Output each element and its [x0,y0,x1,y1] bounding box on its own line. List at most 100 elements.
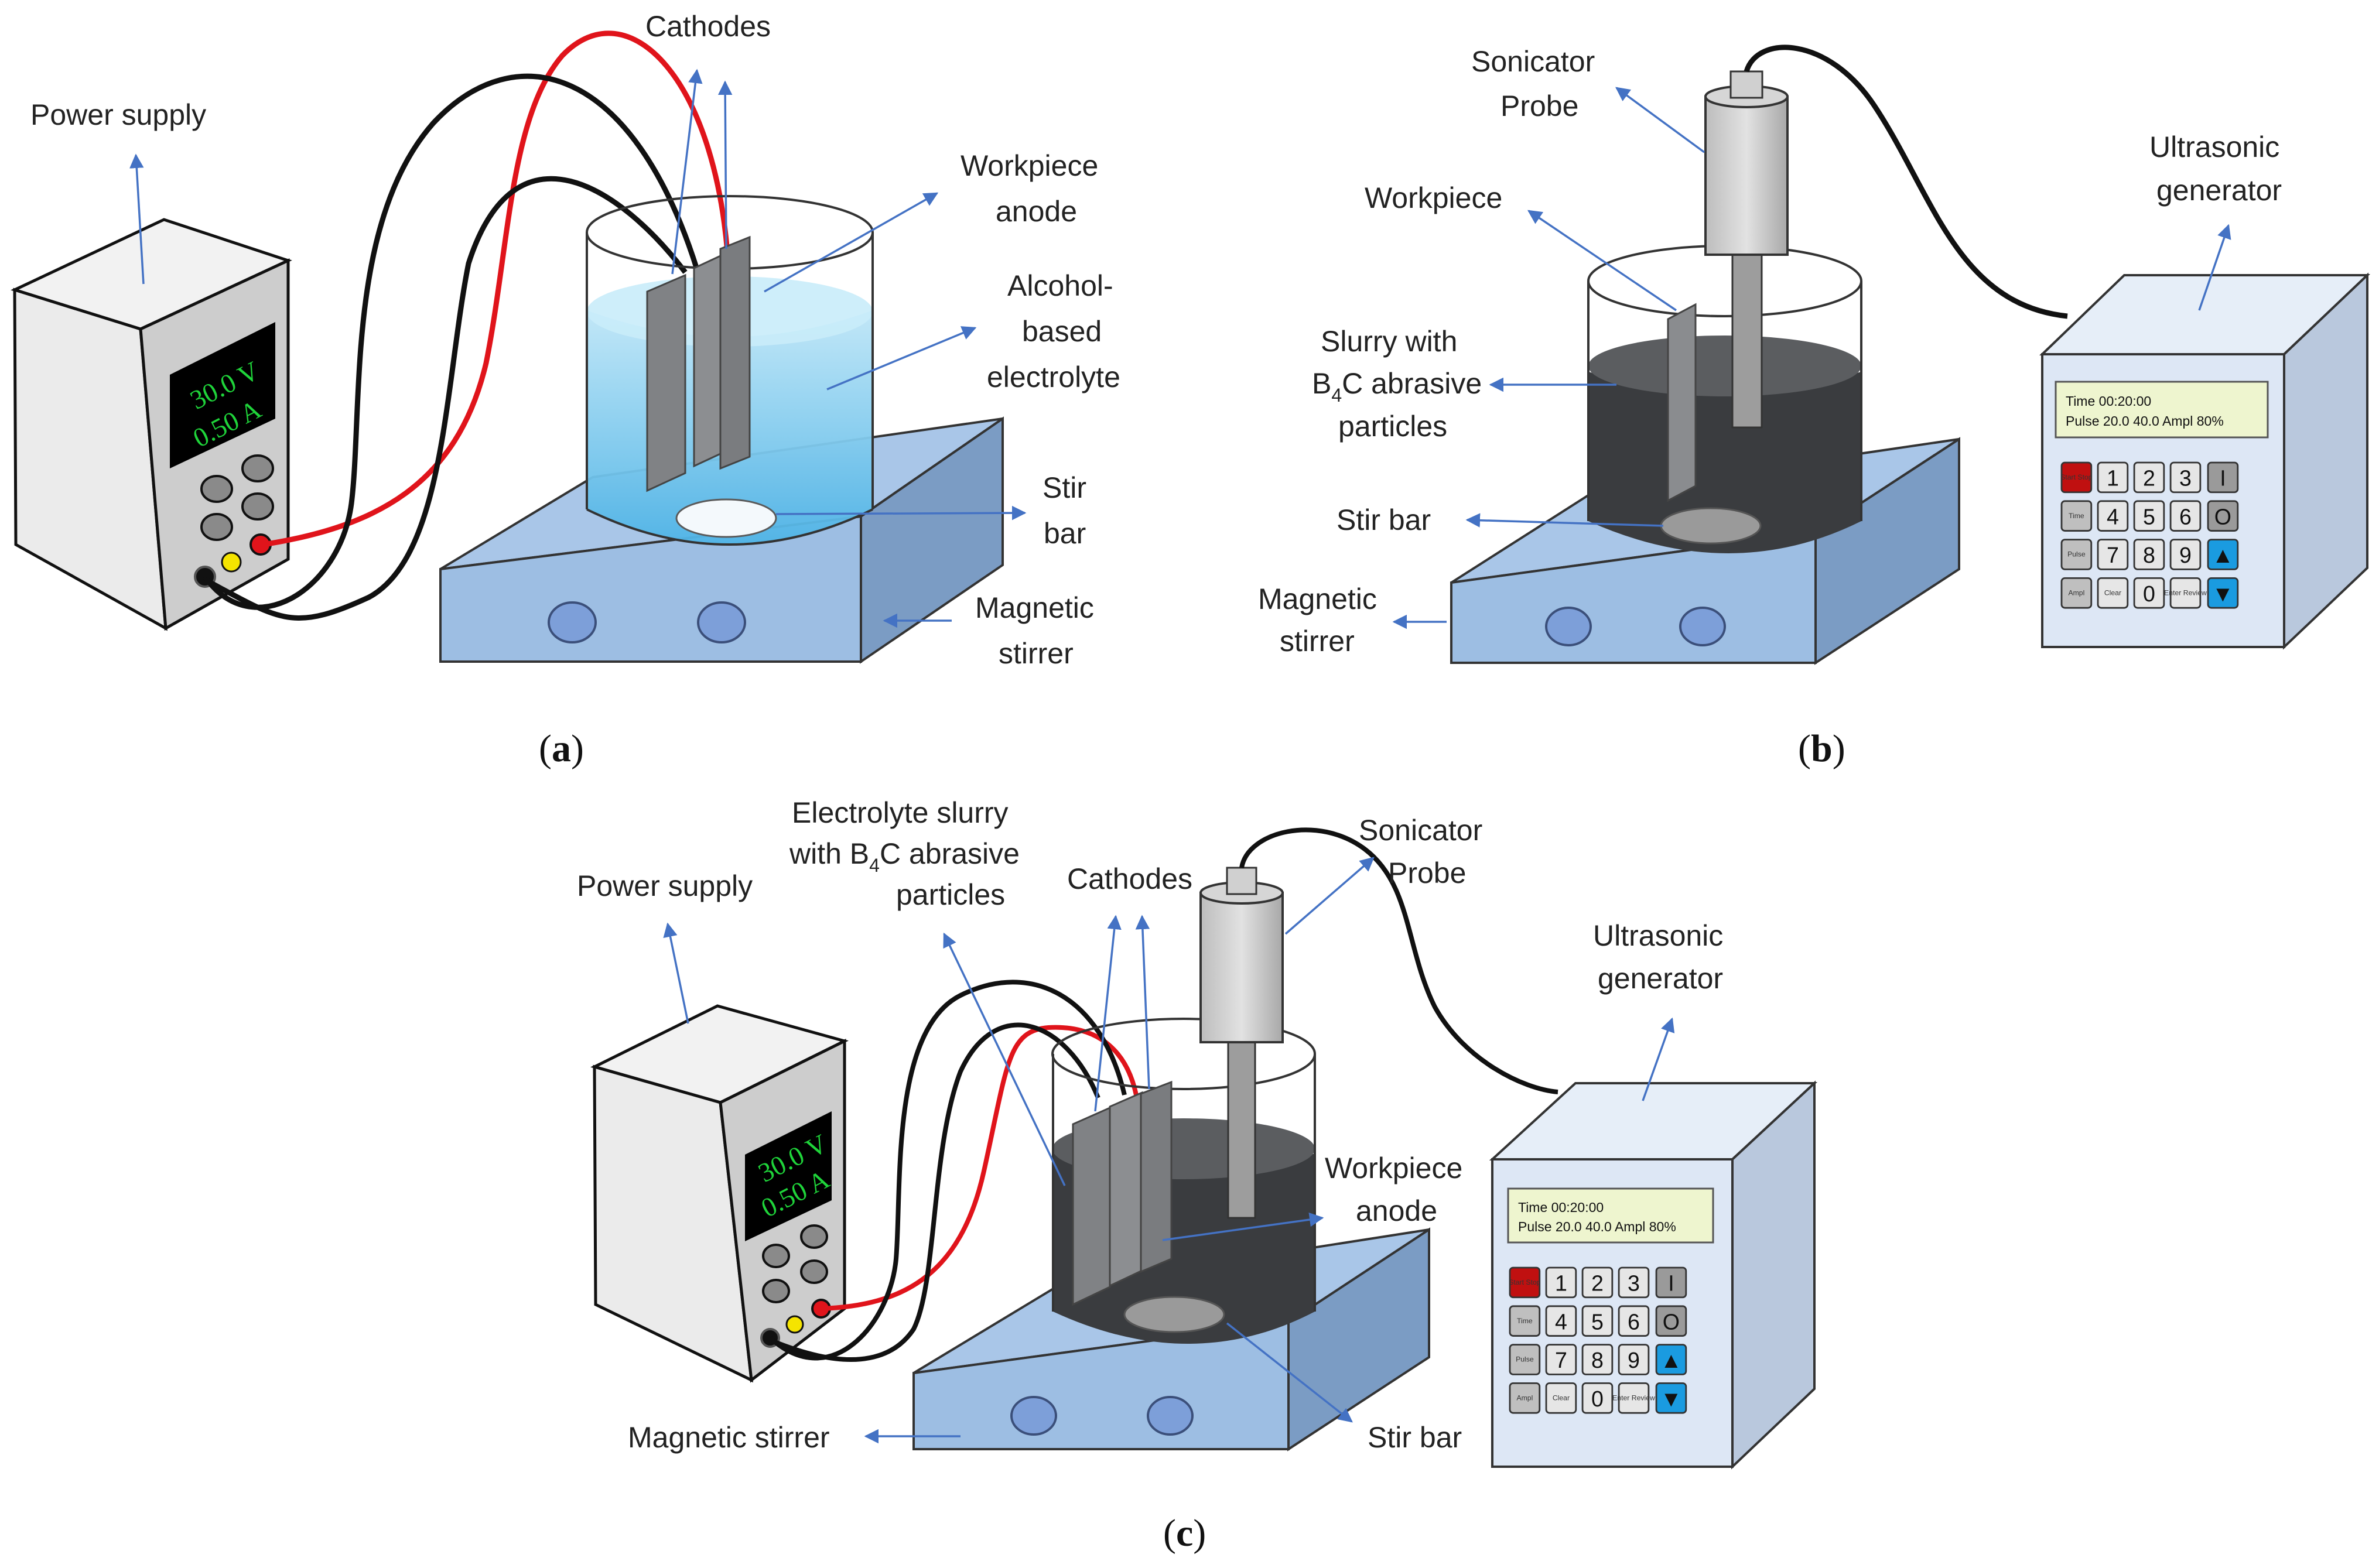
beaker-rim [1587,245,1862,317]
enter-key[interactable] [1618,1382,1650,1414]
on-key[interactable] [2207,461,2239,494]
yellow-terminal[interactable] [785,1315,804,1334]
workpiece-anode-label: Workpiece [961,149,1098,182]
on-key[interactable] [1655,1266,1687,1299]
down-key[interactable] [2207,577,2239,609]
generator-display [2055,381,2269,439]
workpiece-anode-label: anode [1356,1194,1437,1227]
stirrer-knob[interactable] [548,601,597,643]
digit-key-5[interactable] [1581,1305,1614,1337]
clear-key[interactable] [2097,577,2129,609]
enter-key[interactable] [2169,577,2202,609]
digit-key-9[interactable] [2169,539,2202,570]
clear-key[interactable] [1545,1382,1577,1414]
up-arrow-icon: ▲ [2212,543,2234,567]
knob[interactable] [200,475,233,503]
keypad: Start Stop Time Pulse Ampl 1 2 3 4 [2060,461,2239,609]
ampl-key[interactable] [2060,577,2093,609]
digit-label: 7 [1555,1348,1567,1372]
stirrer-side [860,416,1004,664]
stirrer-knob[interactable] [1679,607,1726,646]
digit-label: 1 [1555,1271,1567,1295]
cathodes-label: Cathodes [645,10,771,43]
cathode-plate [1072,1106,1111,1306]
ultrasonic-generator-label: Ultrasonic [2149,131,2279,163]
digit-key-3[interactable] [2169,461,2202,494]
digit-key-2[interactable] [2133,461,2165,494]
digit-key-6[interactable] [1618,1305,1650,1337]
up-key[interactable] [2207,539,2239,570]
digit-key-6[interactable] [2169,500,2202,532]
ultrasonic-generator-label: Ultrasonic [1593,919,1723,952]
knob[interactable] [800,1259,828,1284]
digit-label: 8 [2143,543,2155,567]
electrolyte-slurry-label: with B4C abrasive [789,837,1020,876]
slurry-surface [1588,335,1861,396]
down-key[interactable] [1655,1382,1687,1414]
start-stop-key[interactable] [2060,461,2093,494]
time-key[interactable] [2060,500,2093,532]
knob[interactable] [241,454,274,482]
stirrer-knob[interactable] [1545,607,1592,646]
stir-bar [675,498,777,538]
on-key-label: I [1668,1271,1674,1295]
digit-key-7[interactable] [1545,1344,1577,1375]
digit-key-0[interactable] [1581,1382,1614,1414]
magnetic-stirrer-label: stirrer [999,637,1074,670]
down-arrow-icon: ▼ [2212,581,2234,606]
probe-cable [1744,44,2068,319]
electrolyte-arrow [826,326,977,391]
digit-key-2[interactable] [1581,1266,1614,1299]
off-key[interactable] [2207,500,2239,532]
digit-key-9[interactable] [1618,1344,1650,1375]
sonicator-probe-label: Sonicator [1359,814,1482,847]
digit-key-5[interactable] [2133,500,2165,532]
power-supply-arrow [663,922,689,1024]
red-wire [263,30,732,547]
digit-key-4[interactable] [1545,1305,1577,1337]
start-stop-key[interactable] [1509,1266,1541,1299]
yellow-terminal[interactable] [221,552,242,573]
digit-label: 5 [2143,504,2155,529]
digit-label: 4 [2107,504,2119,529]
black-wire [768,980,1127,1361]
electrolyte-slurry-arrow [943,932,1066,1186]
digit-key-1[interactable] [2097,461,2129,494]
pulse-key[interactable] [2060,539,2093,570]
digit-key-8[interactable] [1581,1344,1614,1375]
digit-label: 7 [2107,543,2119,567]
workpiece-anode-label: anode [996,195,1077,228]
stirrer-knob[interactable] [1010,1396,1057,1436]
ultrasonic-generator-b: Time 00:20:00 Pulse 20.0 40.0 Ampl 80% S… [2039,272,2371,650]
pulse-key[interactable] [1509,1344,1541,1375]
stir-bar [1660,507,1762,545]
digit-key-4[interactable] [2097,500,2129,532]
stir-bar-arrow [775,505,1027,521]
caption-b: (b) [1798,727,1845,770]
ultrasonic-generator-c: Time 00:20:00 Pulse 20.0 40.0 Ampl 80% S… [1489,1080,1818,1470]
knob[interactable] [800,1224,828,1249]
black-wire [203,73,700,610]
off-key[interactable] [1655,1305,1687,1337]
stirrer-knob[interactable] [697,601,746,643]
up-key[interactable] [1655,1344,1687,1375]
panel-b: Time 00:20:00 Pulse 20.0 40.0 Ampl 80% S… [1258,44,2371,770]
knob[interactable] [762,1279,790,1303]
ampl-key[interactable] [1509,1382,1541,1414]
stirrer-knob[interactable] [1147,1396,1194,1436]
keypad-b: Start Stop Time Pulse Ampl 1 2 3 4 [2060,461,2239,609]
digit-key-7[interactable] [2097,539,2129,570]
time-key[interactable] [1509,1305,1541,1337]
knob[interactable] [762,1244,790,1268]
ampl-key-label: Ampl [1516,1394,1533,1402]
knob[interactable] [200,513,233,541]
knob[interactable] [241,492,274,521]
up-arrow-icon: ▲ [1660,1348,1682,1372]
stir-bar-label: Stir bar [1368,1421,1462,1454]
magnetic-stirrer-label: Magnetic stirrer [628,1421,830,1454]
digit-key-0[interactable] [2133,577,2165,609]
digit-key-1[interactable] [1545,1266,1577,1299]
digit-key-8[interactable] [2133,539,2165,570]
digit-key-3[interactable] [1618,1266,1650,1299]
